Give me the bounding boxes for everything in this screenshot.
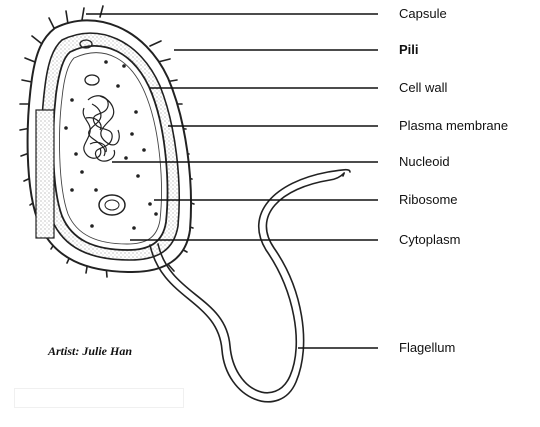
label-flagellum: Flagellum	[399, 340, 455, 356]
label-capsule: Capsule	[399, 6, 447, 22]
label-pili: Pili	[399, 42, 419, 58]
label-cell-wall: Cell wall	[399, 80, 447, 96]
label-plasma-membrane: Plasma membrane	[399, 118, 508, 134]
label-nucleoid: Nucleoid	[399, 154, 450, 170]
label-ribosome: Ribosome	[399, 192, 458, 208]
label-cytoplasm: Cytoplasm	[399, 232, 460, 248]
blank-label-box	[14, 388, 184, 408]
artist-credit: Artist: Julie Han	[48, 344, 132, 359]
cell-wall-section	[36, 110, 54, 238]
